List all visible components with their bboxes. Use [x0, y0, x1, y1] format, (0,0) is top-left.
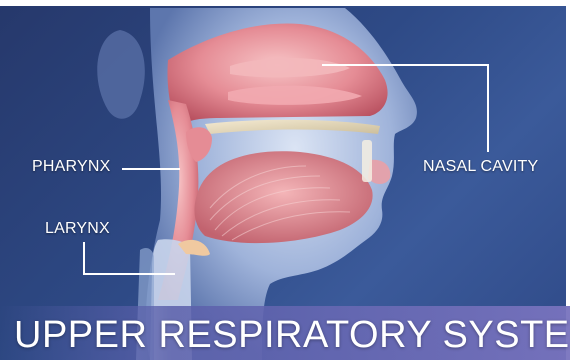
ear-silhouette	[97, 30, 145, 119]
label-nasal-cavity: NASAL CAVITY	[423, 158, 538, 176]
pharynx-leader-line	[122, 168, 180, 170]
label-pharynx: PHARYNX	[32, 158, 110, 176]
larynx-leader-line-v	[83, 242, 85, 274]
teeth	[362, 140, 372, 182]
larynx-leader-line-h	[83, 273, 175, 275]
nasal-leader-line-h	[322, 64, 488, 66]
nasal-leader-line-v	[487, 64, 489, 152]
label-larynx: LARYNX	[45, 220, 110, 238]
diagram-title: UPPER RESPIRATORY SYSTEM	[14, 314, 570, 357]
